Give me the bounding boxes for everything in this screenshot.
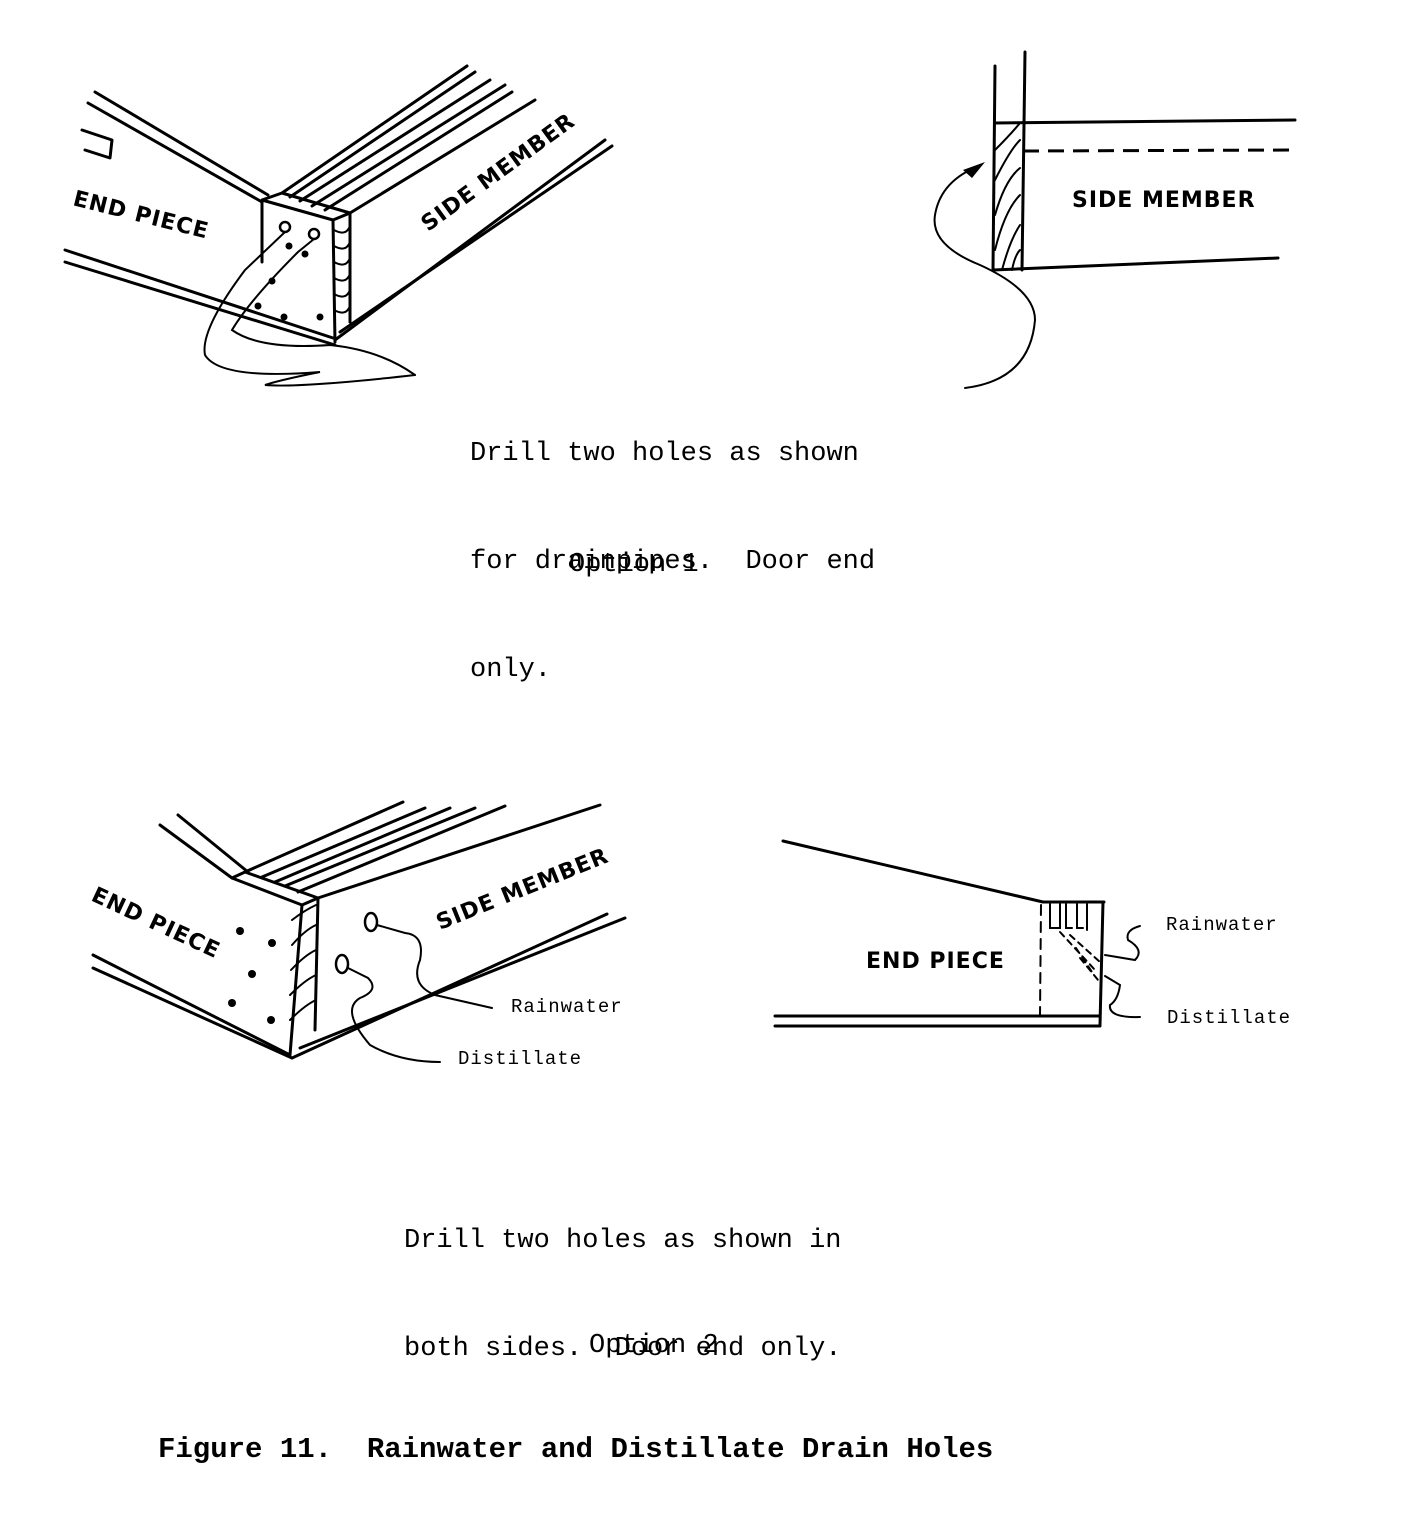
option2-caption: Drill two holes as shown in both sides. … — [404, 1151, 841, 1439]
option1-caption-line: only. — [470, 655, 552, 685]
option2-section-drawing: END PIECE — [773, 839, 1141, 1028]
section-callout-distillate: Distillate — [1167, 1007, 1292, 1029]
callout-rainwater: Rainwater — [511, 996, 623, 1018]
option2-title: Option 2 — [589, 1331, 719, 1361]
option2-isometric-drawing: END PIECE SIDE MEMBER — [87, 800, 627, 1063]
section-end-piece-label: END PIECE — [866, 949, 1005, 974]
option1-title: Option 1 — [569, 550, 699, 580]
option1-isometric-drawing: END PIECE SIDE MEMBER — [63, 64, 614, 387]
section-side-member-label: SIDE MEMBER — [1072, 188, 1256, 213]
option2-caption-line: Drill two holes as shown in — [404, 1226, 842, 1256]
side-member-label-2: SIDE MEMBER — [433, 844, 613, 936]
option1-section-drawing: SIDE MEMBER — [933, 50, 1297, 389]
section-callout-rainwater: Rainwater — [1166, 914, 1278, 936]
option1-caption-line: for drainpipes. Door end — [470, 547, 876, 577]
option1-caption-line: Drill two holes as shown — [470, 439, 859, 469]
end-piece-label-2: END PIECE — [87, 883, 223, 964]
callout-distillate: Distillate — [458, 1048, 583, 1070]
option2-caption-line: both sides. Door end only. — [404, 1334, 842, 1364]
end-piece-label: END PIECE — [71, 187, 212, 245]
figure-caption: Figure 11. Rainwater and Distillate Drai… — [158, 1433, 994, 1466]
option1-caption: Drill two holes as shown for drainpipes.… — [470, 364, 875, 760]
